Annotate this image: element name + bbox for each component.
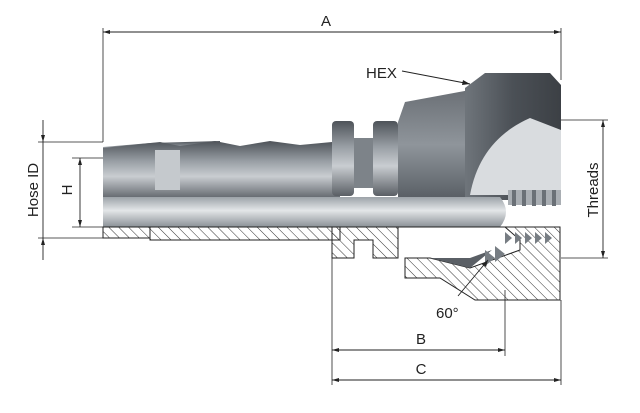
section-body [398,226,561,301]
dimension-h: H [59,157,103,228]
label-hex: HEX [366,65,397,82]
fitting-body [103,73,561,227]
label-b: B [416,331,426,348]
collar-ring-right [373,121,398,196]
stem-ring [155,150,180,190]
section-collar [331,226,399,259]
section-seat-cone [430,250,492,268]
dimension-angle: 60° [436,259,489,322]
collar-groove [354,138,373,188]
label-a: A [321,13,331,30]
section-cut [102,226,561,301]
label-angle: 60° [436,305,459,322]
hose-stem-barbs [103,141,340,200]
dimension-c: C [332,300,562,385]
label-c: C [416,361,427,378]
label-hose-id: Hose ID [25,163,42,217]
hex-highlight [470,118,561,195]
dimension-threads: Threads [561,119,608,259]
dimension-hose-id: Hose ID [25,120,103,260]
thread-teeth [512,190,556,206]
label-h: H [59,185,76,196]
section-stem [102,226,341,241]
dimension-hex: HEX [366,65,471,85]
inner-bore [103,197,506,227]
label-threads: Threads [585,162,602,217]
collar-ring-left [332,121,354,196]
dimension-a: A [102,13,562,142]
body-neck [398,90,470,200]
section-thread-teeth [485,232,552,266]
dimension-b: B [331,258,506,385]
